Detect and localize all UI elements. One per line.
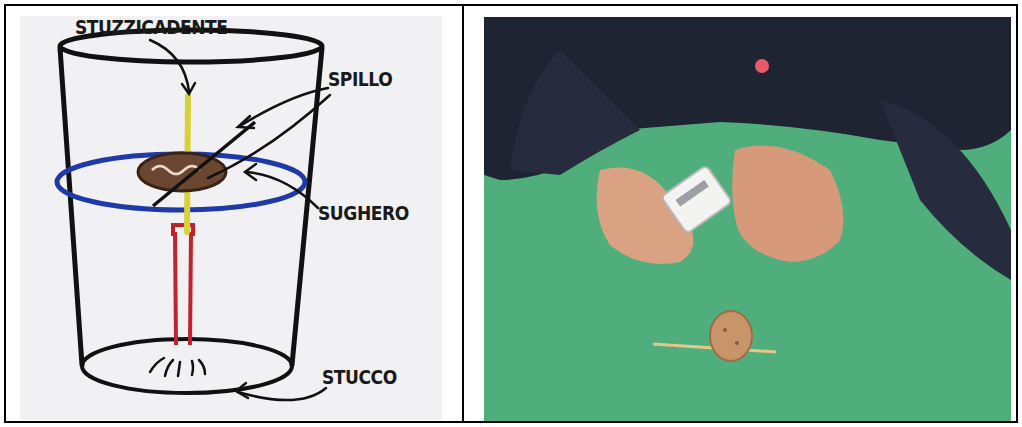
leader-lines xyxy=(150,40,330,400)
frame xyxy=(5,5,1017,422)
part-label: SPILLO xyxy=(328,68,392,90)
photo xyxy=(484,17,1011,421)
pin xyxy=(153,122,255,206)
part-label: STUZZICADENTE xyxy=(75,16,227,38)
straw xyxy=(173,225,193,345)
paper xyxy=(20,16,442,420)
glue-strokes xyxy=(150,358,205,376)
divider xyxy=(462,5,464,422)
part-label: SUGHERO xyxy=(318,202,409,224)
part-label: STUCCO xyxy=(322,366,397,388)
